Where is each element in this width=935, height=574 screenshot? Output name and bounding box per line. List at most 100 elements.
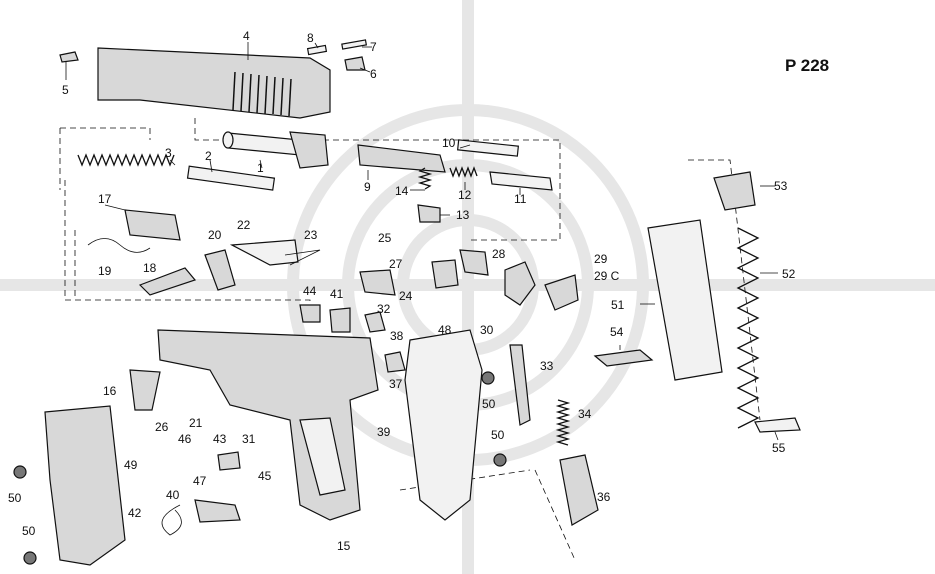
label-1: 1 <box>257 161 264 175</box>
label-29c: 29 C <box>594 269 620 283</box>
breech-block-part <box>357 144 446 173</box>
part-13 <box>417 204 441 223</box>
extractor-part <box>489 171 553 191</box>
spring-12 <box>449 166 478 178</box>
part-29c <box>544 274 579 311</box>
magazine-spring-part <box>736 227 760 429</box>
label-55: 55 <box>772 441 786 455</box>
part-labels: 1 2 3 4 5 6 7 8 9 10 11 12 13 14 15 16 1… <box>8 29 796 553</box>
pin-7 <box>341 39 368 50</box>
label-50d: 50 <box>22 524 36 538</box>
label-29: 29 <box>594 252 608 266</box>
label-47: 47 <box>193 474 207 488</box>
label-19: 19 <box>98 264 112 278</box>
label-20: 20 <box>208 228 222 242</box>
label-39: 39 <box>377 425 391 439</box>
label-50b: 50 <box>491 428 505 442</box>
magazine-follower-part <box>713 171 756 211</box>
label-52: 52 <box>782 267 796 281</box>
part-22 <box>229 239 299 266</box>
label-2: 2 <box>205 149 212 163</box>
label-7: 7 <box>370 40 377 54</box>
front-sight-part <box>59 51 79 63</box>
label-17: 17 <box>98 192 112 206</box>
frame-grip-opening <box>299 417 346 496</box>
label-27: 27 <box>389 257 403 271</box>
label-28: 28 <box>492 247 506 261</box>
label-54: 54 <box>610 325 624 339</box>
part-40 <box>194 499 241 523</box>
label-6: 6 <box>370 67 377 81</box>
rear-sight-part <box>344 56 366 71</box>
part-24 <box>431 259 459 289</box>
magazine-tube-part <box>647 219 723 381</box>
label-11: 11 <box>514 192 527 206</box>
label-9: 9 <box>364 180 371 194</box>
label-41: 41 <box>330 287 344 301</box>
part-44 <box>299 304 321 323</box>
spring-34 <box>555 399 571 446</box>
label-23: 23 <box>304 228 318 242</box>
label-50c: 50 <box>8 491 22 505</box>
label-30: 30 <box>480 323 494 337</box>
label-8: 8 <box>307 31 314 45</box>
grip-panel-48 <box>404 329 483 521</box>
part-37 <box>384 351 406 373</box>
part-33 <box>364 311 386 333</box>
guide-rod-part <box>186 165 276 191</box>
leader-lines <box>65 42 779 441</box>
screw-50-b <box>493 453 507 467</box>
label-32: 32 <box>377 302 391 316</box>
label-13: 13 <box>456 208 470 222</box>
diagram-title: P 228 <box>785 56 830 75</box>
part-41 <box>329 307 351 333</box>
label-38: 38 <box>390 329 404 343</box>
part-16 <box>129 369 161 411</box>
label-46: 46 <box>178 432 192 446</box>
label-45: 45 <box>258 469 272 483</box>
spring-19 <box>87 238 151 253</box>
label-43: 43 <box>213 432 227 446</box>
label-5: 5 <box>62 83 69 97</box>
grip-panel-49 <box>44 405 126 566</box>
label-25: 25 <box>378 231 392 245</box>
label-26: 26 <box>155 420 169 434</box>
barrel-part <box>222 131 329 169</box>
label-16: 16 <box>103 384 117 398</box>
part-32 <box>359 269 396 296</box>
label-31: 31 <box>242 432 256 446</box>
label-34: 34 <box>578 407 592 421</box>
label-12: 12 <box>458 188 472 202</box>
label-4: 4 <box>243 29 250 43</box>
trigger-bar-part <box>509 344 531 426</box>
label-21: 21 <box>189 416 203 430</box>
screw-50-a <box>481 371 495 385</box>
label-3: 3 <box>165 146 172 160</box>
label-37: 37 <box>389 377 403 391</box>
label-51: 51 <box>611 298 625 312</box>
screw-50-d <box>23 551 37 565</box>
label-24: 24 <box>399 289 413 303</box>
magazine-plate-part <box>593 349 654 367</box>
part-36 <box>559 454 599 526</box>
label-22: 22 <box>237 218 251 232</box>
recoil-spring-part <box>77 153 175 167</box>
part-20 <box>204 249 236 291</box>
label-44: 44 <box>303 284 317 298</box>
part-18 <box>138 267 197 296</box>
label-50a: 50 <box>482 397 496 411</box>
label-53: 53 <box>774 179 788 193</box>
firing-pin-part <box>456 139 520 157</box>
spring-14 <box>417 167 433 190</box>
magazine-floorplate-part <box>754 417 801 433</box>
screw-50-c <box>13 465 27 479</box>
part-17 <box>124 209 181 241</box>
pin-8 <box>306 44 328 56</box>
part-43 <box>217 451 241 471</box>
spring-42 <box>161 504 182 536</box>
label-40: 40 <box>166 488 180 502</box>
label-33: 33 <box>540 359 554 373</box>
label-15: 15 <box>337 539 351 553</box>
label-10: 10 <box>442 136 456 150</box>
